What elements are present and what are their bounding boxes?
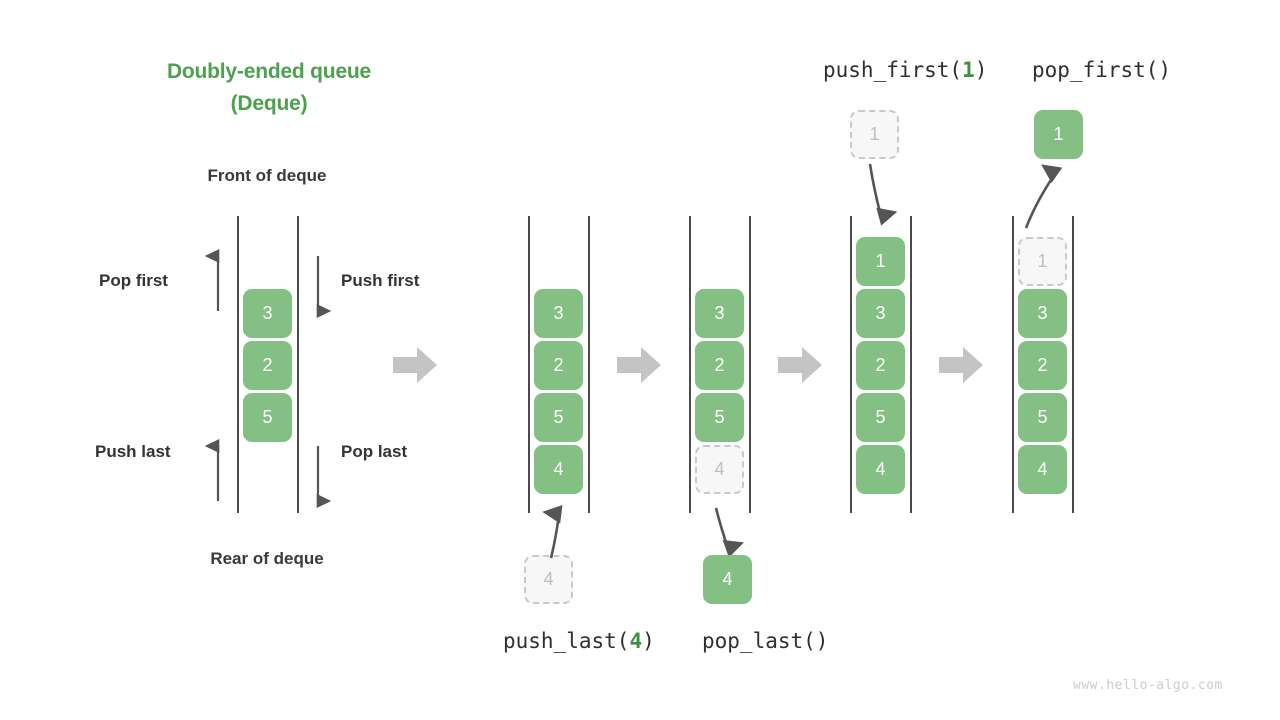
incoming-element-ghost: 4: [524, 555, 573, 604]
deque-cell: 2: [534, 341, 583, 390]
deque-rail-right: [588, 216, 590, 513]
deque-cell: 4: [534, 445, 583, 494]
removed-element-ghost: 4: [695, 445, 744, 494]
pop-first-label: Pop first: [99, 271, 168, 290]
op-name: push_first(: [823, 58, 963, 82]
page-title: Doubly-ended queue (Deque): [146, 60, 392, 116]
popped-element: 1: [1034, 110, 1083, 159]
push-last-label: Push last: [95, 442, 171, 461]
op-arg: 4: [629, 629, 643, 653]
deque-rail-left: [689, 216, 691, 513]
op-name: push_last(: [503, 629, 630, 653]
title-line-2: (Deque): [230, 92, 308, 115]
push-first-label: Push first: [341, 271, 420, 290]
deque-rail-left: [850, 216, 852, 513]
deque-cell: 2: [1018, 341, 1067, 390]
deque-operation-arrows: [204, 248, 332, 509]
deque-cell: 4: [1018, 445, 1067, 494]
deque-cell: 5: [1018, 393, 1067, 442]
popped-element: 4: [703, 555, 752, 604]
deque-cell: 3: [695, 289, 744, 338]
deque-cell: 2: [695, 341, 744, 390]
deque-cell: 4: [856, 445, 905, 494]
deque-rail-right: [910, 216, 912, 513]
op-label-pop-last: pop_last(): [702, 629, 828, 653]
deque-cell: 3: [856, 289, 905, 338]
transition-arrow-icon: [617, 347, 661, 383]
deque-cell: 3: [1018, 289, 1067, 338]
deque-rail-left: [528, 216, 530, 513]
deque-rail-left: [237, 216, 239, 513]
deque-cell: 1: [856, 237, 905, 286]
deque-cell: 5: [534, 393, 583, 442]
op-close: ): [974, 58, 988, 82]
transition-arrow-icon: [939, 347, 983, 383]
deque-cell: 5: [243, 393, 292, 442]
deque-cell: 5: [695, 393, 744, 442]
deque-cell: 3: [534, 289, 583, 338]
deque-rail-right: [1072, 216, 1074, 513]
deque-cell: 2: [243, 341, 292, 390]
transition-arrow-icon: [393, 347, 437, 383]
push-first-arrow-icon: [868, 163, 898, 226]
op-arg: 1: [962, 58, 975, 82]
pop-first-arrow-icon: [1024, 164, 1063, 229]
incoming-element-ghost: 1: [850, 110, 899, 159]
push-last-arrow-icon: [542, 505, 563, 559]
rear-of-deque-label: Rear of deque: [210, 549, 324, 568]
transition-arrow-icon: [778, 347, 822, 383]
front-of-deque-label: Front of deque: [207, 166, 327, 185]
op-label-push-last: push_last(4): [503, 629, 655, 653]
op-name: pop_last(): [702, 629, 829, 653]
title-line-1: Doubly-ended queue: [166, 60, 372, 83]
op-close: ): [642, 629, 655, 653]
op-label-push-first: push_first(1): [823, 58, 987, 82]
deque-rail-right: [749, 216, 751, 513]
op-name: pop_first(): [1032, 58, 1172, 82]
deque-rail-right: [297, 216, 299, 513]
deque-cell: 2: [856, 341, 905, 390]
deque-rail-left: [1012, 216, 1014, 513]
op-label-pop-first: pop_first(): [1032, 58, 1171, 82]
deque-cell: 5: [856, 393, 905, 442]
deque-cell: 3: [243, 289, 292, 338]
pop-last-arrow-icon: [714, 507, 744, 558]
pop-last-label: Pop last: [341, 442, 408, 461]
watermark: www.hello-algo.com: [1073, 678, 1223, 693]
removed-element-ghost: 1: [1018, 237, 1067, 286]
